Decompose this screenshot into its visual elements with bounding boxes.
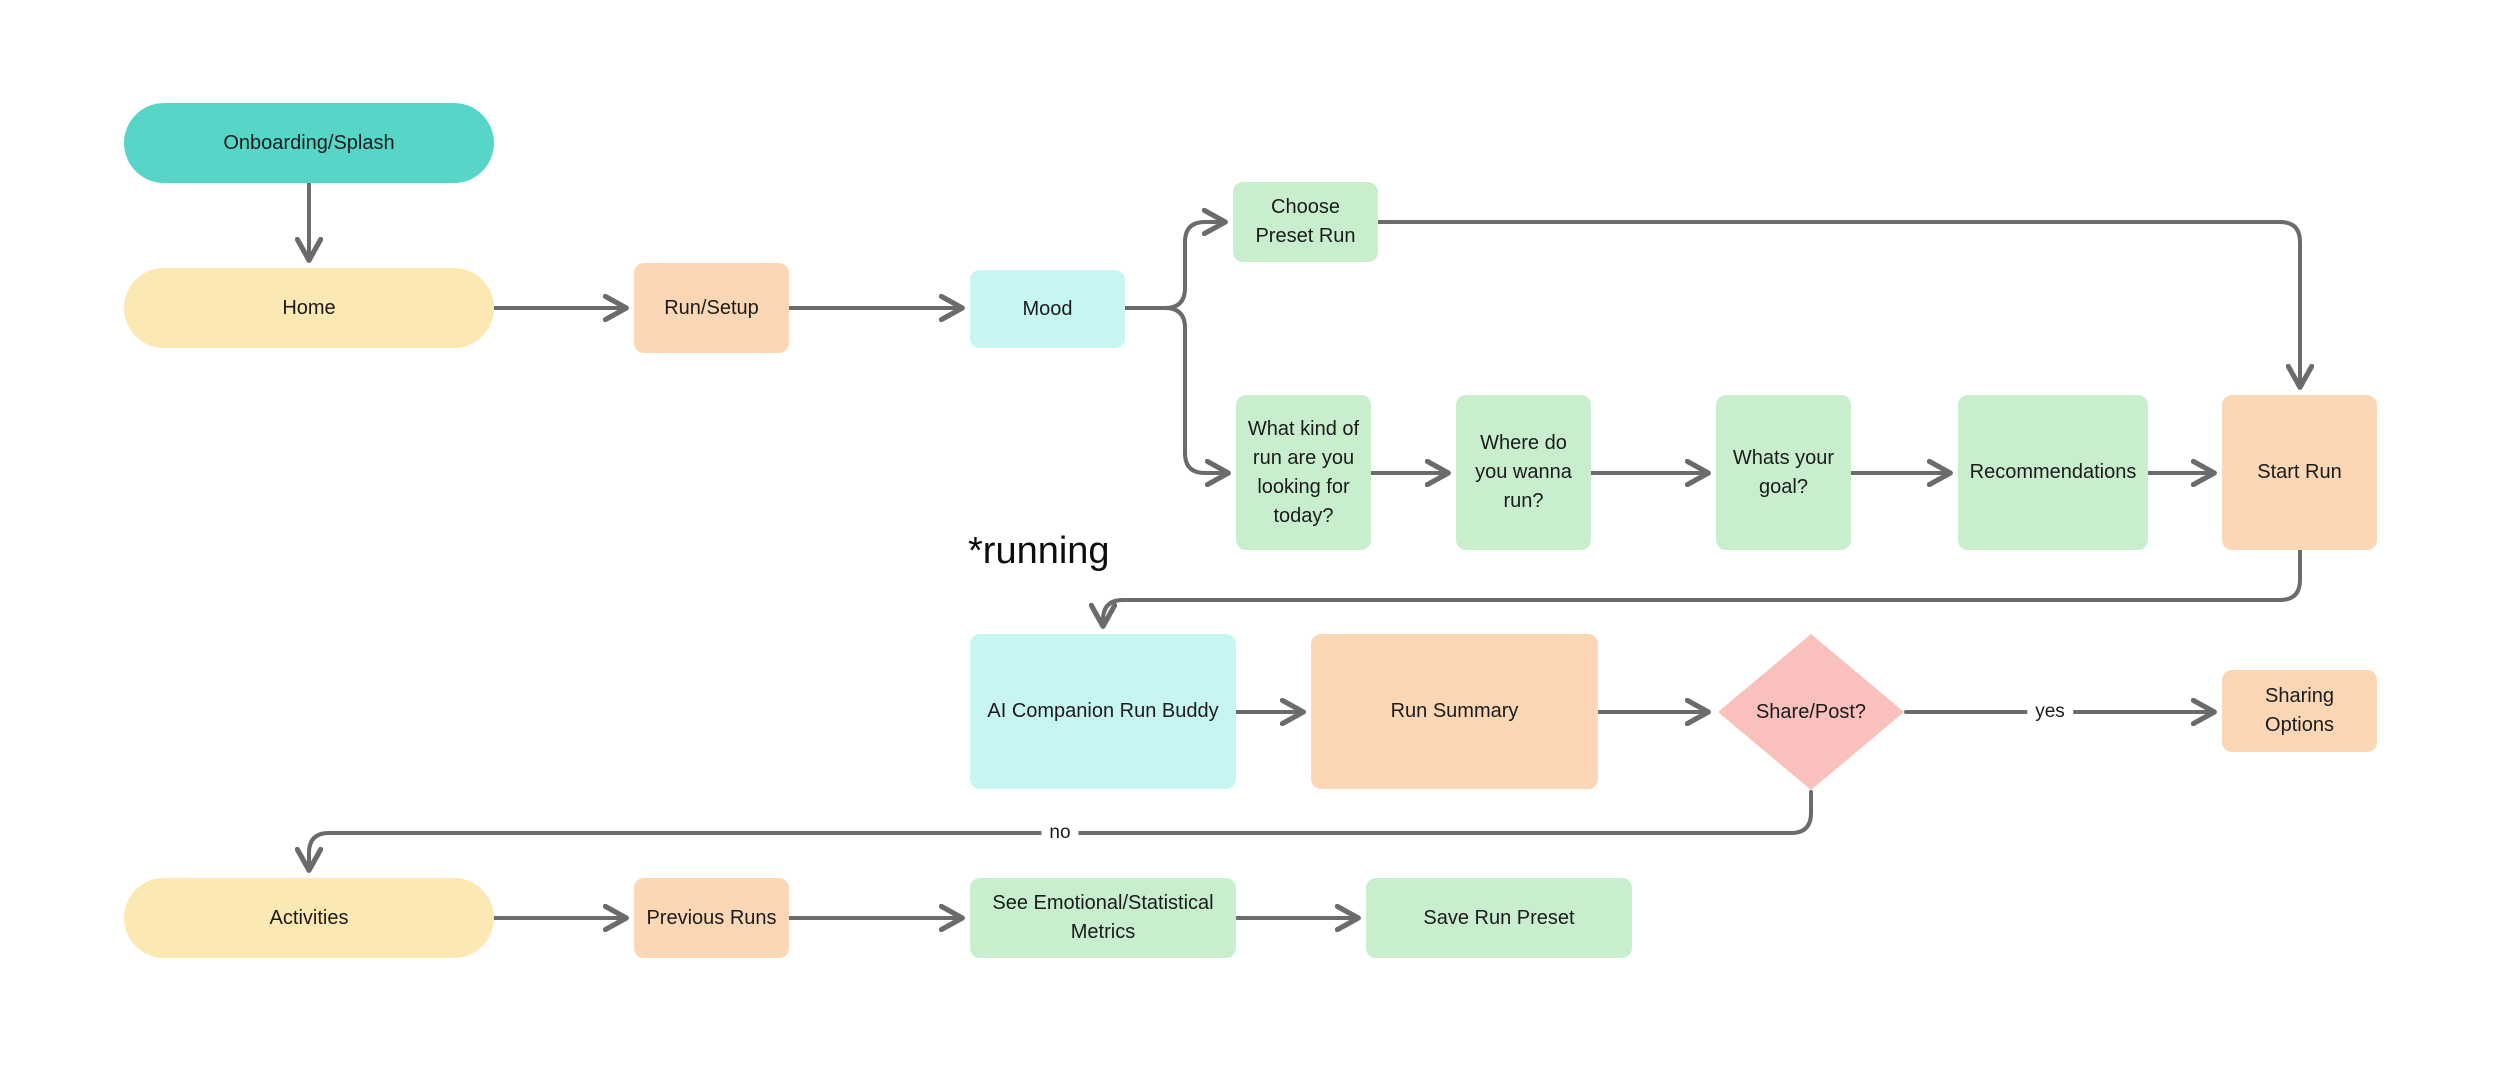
node-share_post[interactable]: Share/Post?	[1716, 632, 1906, 792]
node-start_run[interactable]: Start Run	[2222, 395, 2377, 550]
node-activities[interactable]: Activities	[124, 878, 494, 958]
node-label-activities: Activities	[269, 906, 349, 929]
edge-mood-preset	[1123, 222, 1223, 310]
diamond-shape-share_post	[1718, 634, 1904, 790]
node-recommend[interactable]: Recommendations	[1958, 395, 2148, 550]
node-kind_of_run[interactable]: What kind of run are you looking for tod…	[1236, 395, 1371, 550]
node-label-run_setup: Run/Setup	[664, 296, 759, 319]
node-label-your_goal: Whats your goal?	[1732, 446, 1835, 498]
node-label-home: Home	[282, 296, 336, 319]
edge-label-yes: yes	[2027, 701, 2073, 723]
node-run_summary[interactable]: Run Summary	[1311, 634, 1598, 789]
node-label-onboarding: Onboarding/Splash	[223, 131, 395, 154]
node-where_run[interactable]: Where do you wanna run?	[1456, 395, 1591, 550]
node-onboarding[interactable]: Onboarding/Splash	[124, 103, 494, 183]
node-label-prev_runs: Previous Runs	[646, 906, 777, 929]
node-label-ai_buddy: AI Companion Run Buddy	[987, 700, 1219, 722]
node-mood[interactable]: Mood	[970, 270, 1125, 348]
node-label-preset: Choose Preset Run	[1255, 196, 1356, 247]
node-save_preset[interactable]: Save Run Preset	[1366, 878, 1632, 958]
node-label-run_summary: Run Summary	[1390, 700, 1519, 722]
running-note: *running	[968, 530, 1110, 572]
edge-preset-startrun	[1376, 220, 2300, 385]
edge-label-no: no	[1041, 822, 1079, 844]
node-metrics[interactable]: See Emotional/Statistical Metrics	[970, 878, 1236, 958]
node-label-start_run: Start Run	[2257, 461, 2342, 483]
edge-startrun-aibuddy	[1103, 548, 2302, 624]
node-label-share_post: Share/Post?	[1755, 700, 1867, 723]
node-your_goal[interactable]: Whats your goal?	[1716, 395, 1851, 550]
node-prev_runs[interactable]: Previous Runs	[634, 878, 789, 958]
node-label-mood: Mood	[1022, 297, 1073, 320]
node-label-metrics: See Emotional/Statistical Metrics	[992, 892, 1214, 943]
node-label-save_preset: Save Run Preset	[1423, 906, 1575, 929]
edge-mood-kindofrun	[1123, 306, 1226, 473]
node-label-recommend: Recommendations	[1969, 461, 2137, 483]
node-label-sharing_opts: Sharing Options	[2265, 685, 2334, 736]
node-label-where_run: Where do you wanna run?	[1475, 432, 1572, 512]
node-home[interactable]: Home	[124, 268, 494, 348]
node-sharing_opts[interactable]: Sharing Options	[2222, 670, 2377, 752]
node-preset[interactable]: Choose Preset Run	[1233, 182, 1378, 262]
node-run_setup[interactable]: Run/Setup	[634, 263, 789, 353]
node-label-kind_of_run: What kind of run are you looking for tod…	[1247, 417, 1360, 527]
node-ai_buddy[interactable]: AI Companion Run Buddy	[970, 634, 1236, 789]
